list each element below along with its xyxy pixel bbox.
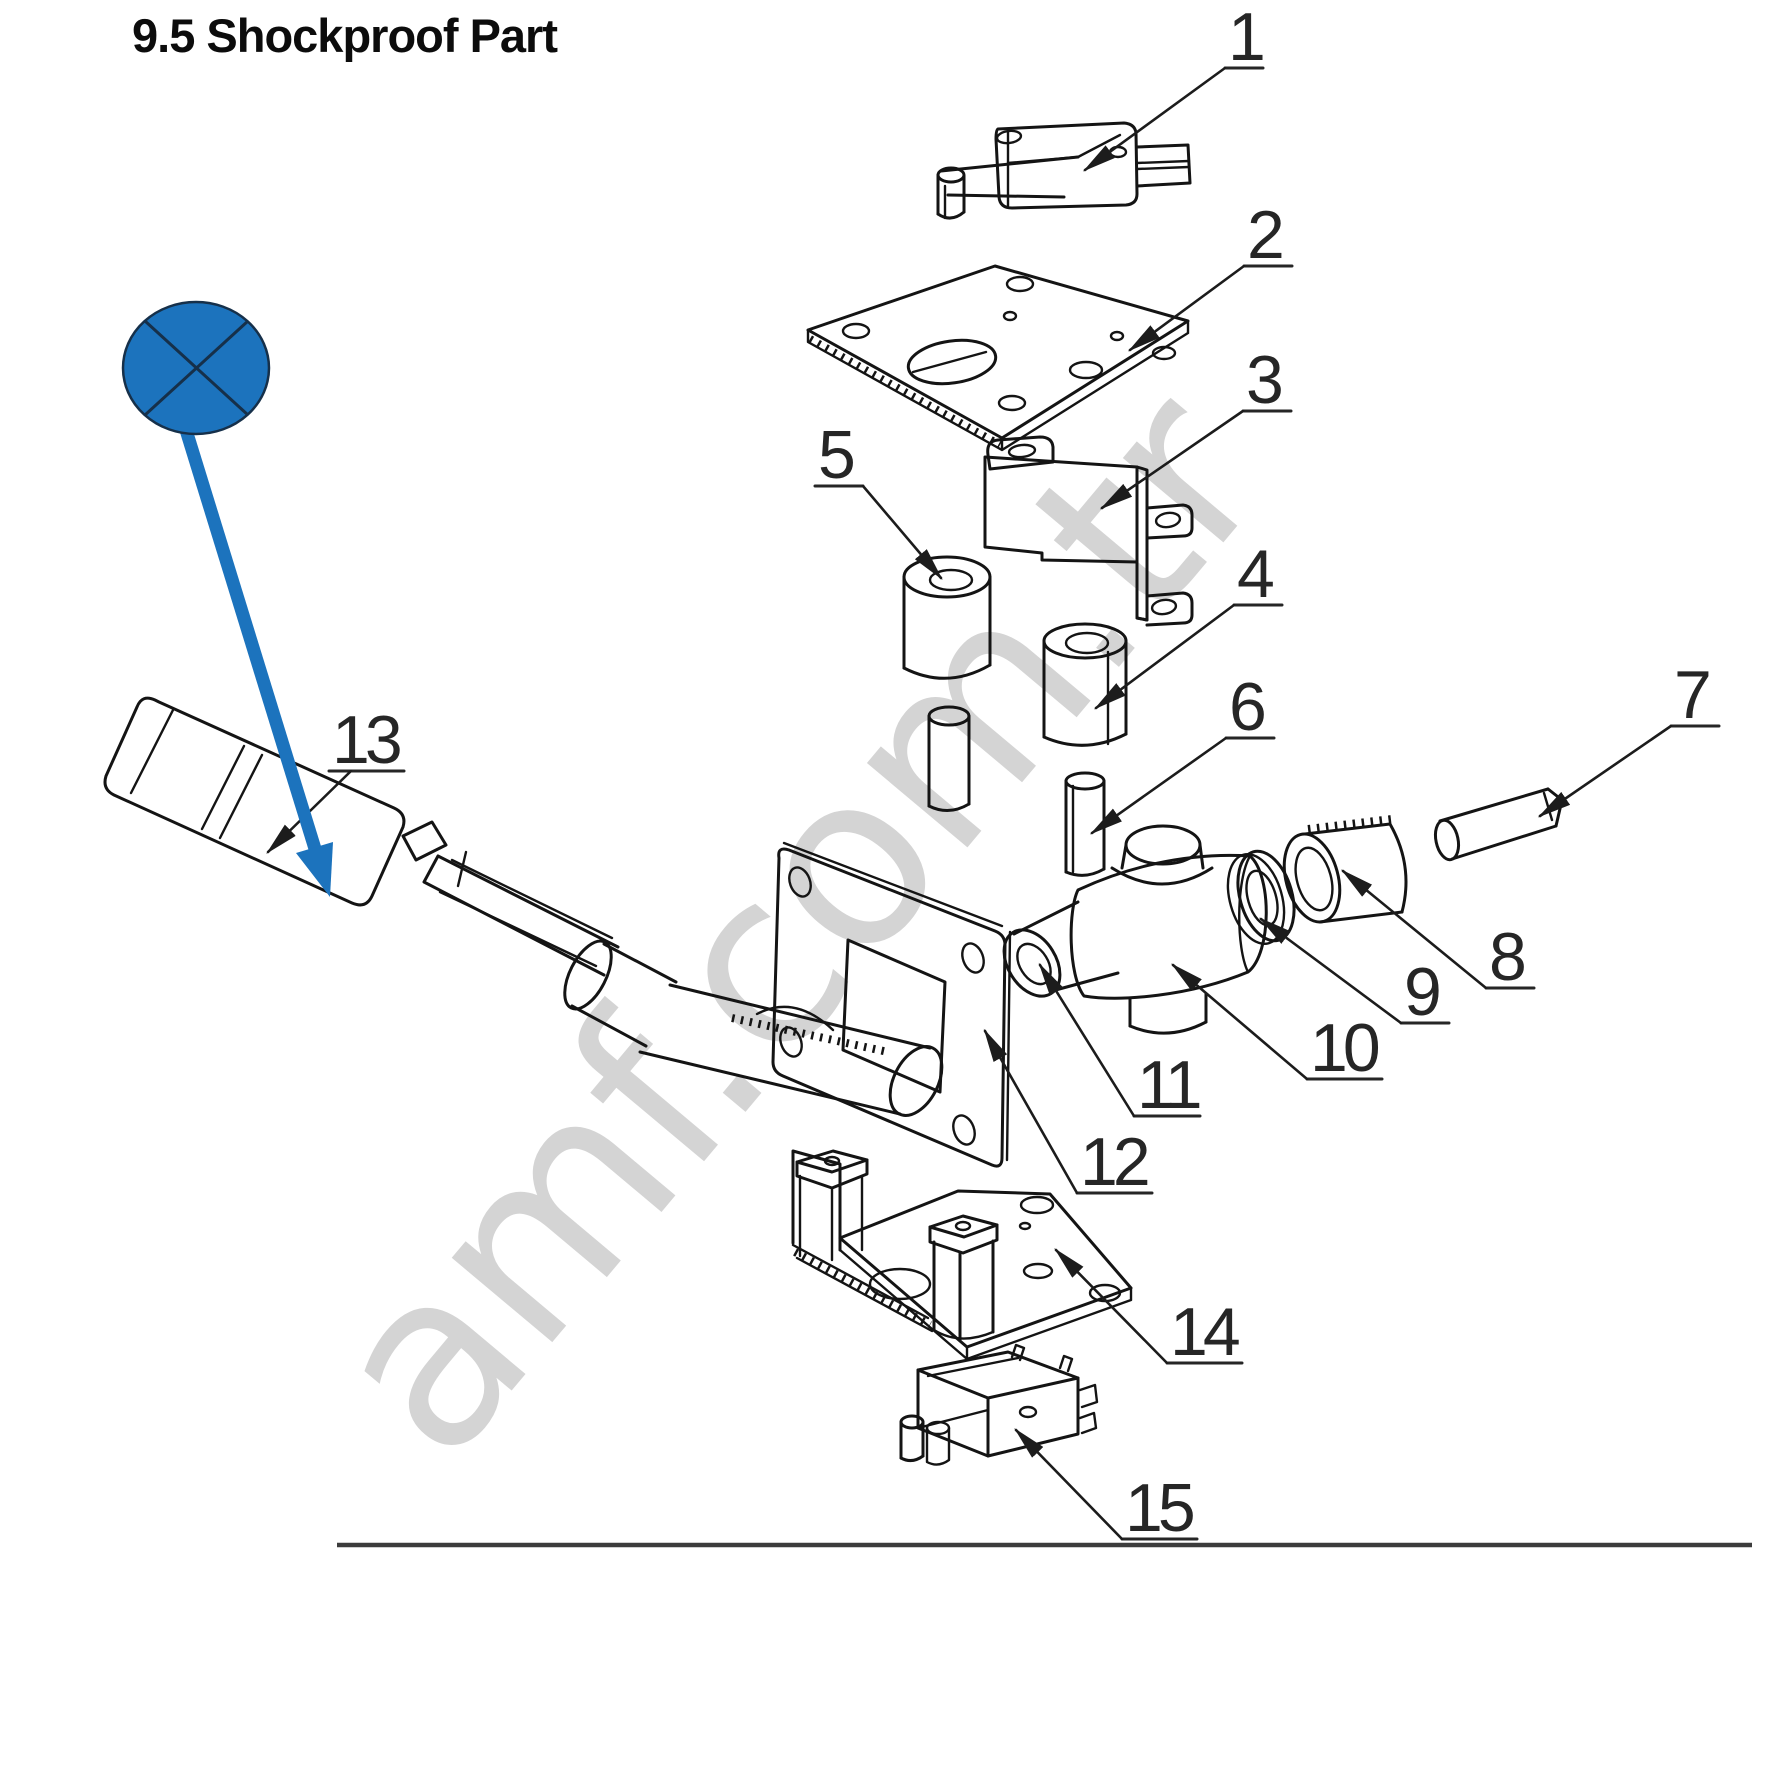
part-2-plate (806, 264, 1190, 452)
callout-8-label: 8 (1489, 919, 1524, 995)
callout-14-label: 14 (1170, 1294, 1239, 1370)
callout-1-label: 1 (1228, 0, 1263, 75)
callout-6-label: 6 (1229, 669, 1264, 745)
callout-14-leader (1054, 1248, 1169, 1365)
callout-7-leader (1537, 724, 1673, 818)
callout-7: 7 (1537, 657, 1721, 818)
callout-7-label: 7 (1674, 657, 1709, 733)
callout-4-leader (1093, 603, 1236, 710)
callout-13-label: 13 (332, 702, 400, 778)
part-13-lever (103, 696, 944, 1117)
callout-9-leader (1258, 917, 1403, 1025)
callout-15-label: 15 (1125, 1470, 1193, 1546)
part-1-microswitch-top (936, 121, 1192, 220)
small-sleeve (927, 705, 971, 812)
callout-15: 15 (1014, 1428, 1199, 1546)
highlight-annotation (121, 300, 333, 897)
part-6-pin (1064, 771, 1106, 877)
callout-8-leader (1340, 869, 1488, 990)
callout-12-leader (983, 1028, 1079, 1195)
callout-5-label: 5 (818, 417, 853, 493)
callout-6-leader (1089, 736, 1228, 835)
callout-5: 5 (813, 417, 943, 580)
callout-4-label: 4 (1237, 536, 1273, 612)
circle-x-cross (143, 319, 250, 417)
callout-11: 11 (1038, 962, 1205, 1123)
callout-11-leader (1038, 962, 1136, 1118)
callout-5-leader (861, 484, 943, 580)
callout-2: 2 (1127, 197, 1294, 352)
part-7-pin (1433, 787, 1564, 862)
callout-10-label: 10 (1310, 1010, 1379, 1086)
part-5-bushing (902, 555, 992, 680)
part-15-microswitch-bottom (899, 1343, 1099, 1466)
callout-14: 14 (1054, 1248, 1244, 1370)
callout-3-label: 3 (1246, 342, 1281, 418)
callout-2-label: 2 (1247, 197, 1282, 273)
callout-8: 8 (1340, 869, 1536, 995)
callout-12: 12 (983, 1028, 1154, 1200)
callout-15-leader (1014, 1428, 1124, 1541)
page-title: 9.5 Shockproof Part (132, 9, 558, 62)
part-12-flange-plate (771, 841, 1012, 1168)
part-14-base-bracket (791, 1149, 1133, 1361)
highlight-arrow-shaft (179, 428, 323, 854)
callout-10-leader (1171, 963, 1309, 1081)
callout-1-leader (1082, 66, 1227, 172)
callout-2-leader (1127, 264, 1246, 352)
callout-12-label: 12 (1080, 1124, 1148, 1200)
callout-9-label: 9 (1404, 954, 1439, 1030)
part-8-sleeve (1282, 815, 1408, 924)
callout-11-label: 11 (1137, 1047, 1200, 1123)
part-3-bracket (983, 435, 1194, 627)
part-4-spacer (1042, 622, 1128, 747)
callout-10: 10 (1171, 963, 1384, 1086)
highlight-arrow-head (296, 842, 333, 897)
callout-3-leader (1099, 409, 1245, 510)
callout-13: 13 (266, 702, 406, 854)
